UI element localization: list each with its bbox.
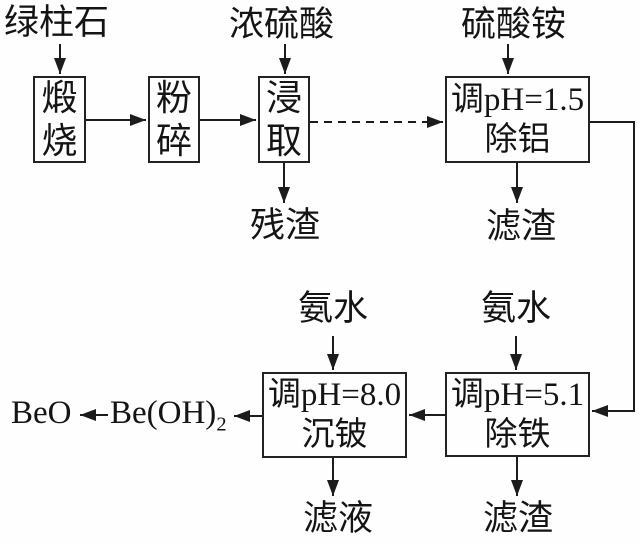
reagent-label-ammonia-right: 氨水 — [481, 289, 552, 328]
process-box-leach: 浸取 — [258, 76, 310, 163]
product-beoh2-base: Be(OH) — [110, 395, 217, 431]
process-box-crush-label: 粉碎 — [155, 78, 192, 161]
reagent-label-ammonia-left: 氨水 — [298, 289, 369, 328]
output-label-filtrate: 滤液 — [303, 499, 374, 538]
product-label-beo: BeO — [11, 395, 72, 431]
process-box-leach-label: 浸取 — [265, 78, 302, 161]
output-label-filter-residue-top: 滤渣 — [486, 207, 557, 246]
process-box-remove-fe: 调pH=5.1 除铁 — [445, 372, 590, 457]
process-box-remove-fe-ph: 调pH=5.1 — [450, 376, 585, 413]
reagent-label-beryl: 绿柱石 — [4, 3, 110, 42]
product-beoh2-subscript: 2 — [216, 413, 227, 436]
process-box-remove-al-ph: 调pH=1.5 — [450, 81, 585, 118]
process-box-remove-al-label: 除铝 — [484, 121, 551, 158]
process-box-precip-be-label: 沉铍 — [301, 417, 368, 453]
process-box-precip-be-ph: 调pH=8.0 — [267, 377, 402, 413]
arrow-remove-al-to-remove-fe-connector — [590, 121, 635, 417]
process-box-remove-al: 调pH=1.5 除铝 — [445, 76, 590, 163]
output-label-residue: 残渣 — [250, 206, 321, 245]
reagent-label-ammonium-sulfate: 硫酸铵 — [461, 5, 567, 44]
output-label-filter-residue-bottom: 滤渣 — [483, 499, 554, 538]
process-box-crush: 粉碎 — [148, 76, 200, 163]
process-box-remove-fe-label: 除铁 — [484, 416, 551, 453]
process-box-calcine: 煅烧 — [33, 76, 86, 163]
product-label-beoh2: Be(OH)2 — [110, 395, 227, 435]
process-box-calcine-label: 煅烧 — [41, 78, 78, 161]
reagent-label-concentrated-sulfuric-acid: 浓硫酸 — [229, 5, 335, 44]
process-box-precip-be: 调pH=8.0 沉铍 — [262, 372, 407, 458]
